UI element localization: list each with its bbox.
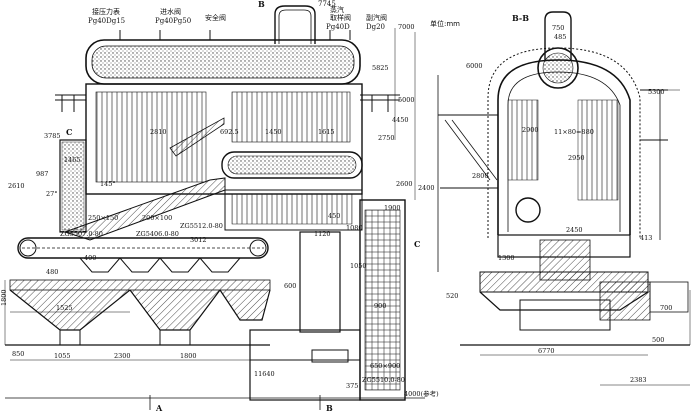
feed-valve-spec: Pg40Pg50 <box>155 17 192 25</box>
dim-900: 900 <box>374 302 387 310</box>
dim-2810: 2810 <box>150 128 167 136</box>
section-c-left: C <box>66 127 73 137</box>
dim-375: 375 <box>346 382 359 390</box>
dim-692-5: 692.5 <box>220 128 239 136</box>
furnace-casing <box>85 83 363 195</box>
steam-sampling-spec: Pg40D <box>326 23 350 31</box>
dim-450: 450 <box>328 212 341 220</box>
dim-500: 500 <box>652 336 665 344</box>
dim-2400: 2400 <box>418 184 435 192</box>
dim-6000: 6000 <box>466 62 483 70</box>
left-elevation <box>4 5 425 410</box>
dim-250x150: 250×150 <box>88 214 119 222</box>
section-bb <box>437 11 691 386</box>
zg-5406: ZG5406.0-80 <box>136 230 179 238</box>
units-label: 单位:mm <box>430 20 460 28</box>
dim-11640: 11640 <box>254 370 275 378</box>
safety-valve-label: 安全阀 <box>205 14 226 22</box>
dim-7745: 7745 <box>318 0 336 8</box>
dim-1615: 1615 <box>318 128 335 136</box>
dim-2900: 2900 <box>522 126 539 134</box>
zg-5512: ZG5512.0-80 <box>180 222 223 230</box>
dim-480: 480 <box>46 268 59 276</box>
feed-valve-label: 进水阀 <box>160 8 181 16</box>
steam-outlet-pipe <box>274 5 316 44</box>
dim-27-deg: 27° <box>46 190 58 198</box>
zg-5510: ZG5510.0-80 <box>362 376 405 384</box>
dim-2300: 2300 <box>114 352 131 360</box>
dim-1800: 1800 <box>180 352 197 360</box>
dim-7000: 7000 <box>398 23 415 31</box>
dim-1450: 1450 <box>265 128 282 136</box>
dim-5000: 5000 <box>398 96 415 104</box>
dim-1055: 1055 <box>54 352 71 360</box>
dim-1800-vert: 1800 <box>0 289 8 306</box>
section-b-bottom: B <box>326 403 333 413</box>
dim-700: 700 <box>660 304 673 312</box>
dim-2450: 2450 <box>566 226 583 234</box>
dim-5300: 5300 <box>648 88 665 96</box>
dim-413: 413 <box>640 234 653 242</box>
dim-1465: 1465 <box>64 156 81 164</box>
dim-750: 750 <box>552 24 565 32</box>
chain-grate <box>17 237 269 259</box>
dim-485: 485 <box>554 33 567 41</box>
dim-987: 987 <box>36 170 49 178</box>
dim-1900: 1900 <box>384 204 401 212</box>
dim-2750: 2750 <box>378 134 395 142</box>
lower-drum <box>221 151 363 179</box>
dim-1050: 1050 <box>350 262 367 270</box>
dim-4450: 4450 <box>392 116 409 124</box>
pressure-gauge-label: 接压力表 <box>92 8 120 16</box>
dim-145-deg: 145° <box>100 180 116 188</box>
dim-3012: 3012 <box>190 236 207 244</box>
aux-steam-valve-spec: Dg20 <box>366 23 386 31</box>
dim-2600: 2600 <box>396 180 413 188</box>
dim-1300: 1300 <box>498 254 515 262</box>
dim-2610: 2610 <box>8 182 25 190</box>
dim-400: 400 <box>84 254 97 262</box>
dim-520: 520 <box>446 292 459 300</box>
air-preheater <box>364 209 401 391</box>
zg-5507: ZG5507.0-80 <box>60 230 103 238</box>
section-a-bottom: A <box>156 403 163 413</box>
section-b-top: B <box>258 0 265 9</box>
dim-850: 850 <box>12 350 25 358</box>
aux-steam-valve-label: 副汽阀 <box>366 14 387 22</box>
steam-sampling-label-a: 蒸汽 <box>330 6 344 14</box>
pressure-gauge-spec: Pg40Dg15 <box>88 17 126 25</box>
dim-11x80: 11×80=880 <box>554 128 594 136</box>
steam-sampling-label-b: 取样阀 <box>330 14 351 22</box>
dim-6770: 6770 <box>538 347 555 355</box>
dim-3785: 3785 <box>44 132 61 140</box>
section-bb-title: B-B <box>512 13 529 23</box>
ref-4000: 4000(参考) <box>404 390 439 398</box>
dim-650x900: 650×900 <box>370 362 401 370</box>
dim-5825: 5825 <box>372 64 389 72</box>
dim-2800: 2800 <box>472 172 489 180</box>
section-c-right: C <box>414 239 421 249</box>
dim-1080: 1080 <box>346 224 363 232</box>
dim-200x100: 200×100 <box>142 214 173 222</box>
dim-600: 600 <box>284 282 297 290</box>
dim-1120: 1120 <box>314 230 331 238</box>
dim-1525: 1525 <box>56 304 73 312</box>
dim-2950: 2950 <box>568 154 585 162</box>
dim-2383: 2383 <box>630 376 647 384</box>
